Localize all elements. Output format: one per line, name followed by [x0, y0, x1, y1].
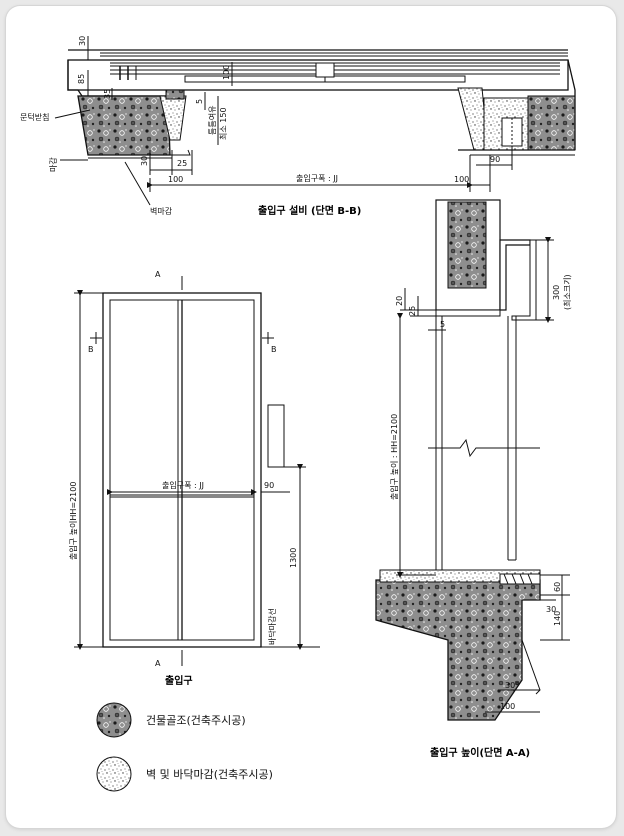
dim-elevation-90: 90 [264, 481, 274, 490]
label-elevation-width: 출입구폭 : JJ [162, 480, 204, 490]
drawing-sheet: 30 85 35 100 5 틈틈여유 최소 150 30 25 100 100… [6, 6, 616, 828]
dim-85: 85 [77, 74, 86, 84]
label-section-height: 출입구 높이 : HH=2100 [389, 414, 399, 500]
legend-structure-swatch [96, 702, 132, 738]
side-section-aa [375, 199, 570, 721]
label-door-width: 출입구폭 : JJ [296, 173, 338, 183]
section-mark-b-right: B [271, 345, 277, 354]
dim-100-right: 100 [454, 175, 469, 184]
dim-35: 35 [103, 89, 112, 99]
title-section: 출입구 높이(단면 A-A) [430, 746, 530, 759]
legend-finish-label: 벽 및 바닥마감(건축주시공) [146, 768, 273, 781]
label-clearance: 틈틈여유 [207, 106, 217, 135]
label-door-height: 출입구 높이HH=2100 [68, 482, 78, 560]
label-sill-support: 문턱받침 [20, 112, 49, 122]
upper-wall-concrete [447, 201, 487, 289]
door-elevation [74, 276, 320, 666]
label-wall-finish: 벽마감 [150, 206, 173, 216]
dim-30-top: 30 [78, 36, 87, 46]
dim-100-left: 100 [168, 175, 183, 184]
label-min-150: 최소 150 [218, 107, 228, 140]
plan-section-bb [54, 36, 576, 206]
section-mark-a-top: A [155, 270, 161, 279]
legend-finish-swatch [96, 756, 132, 792]
right-wall-concrete [527, 95, 576, 151]
label-floor-line: 바닥마감선 [267, 608, 277, 645]
dim-20: 20 [395, 296, 404, 306]
call-button-box [267, 404, 285, 468]
dim-5-section: 5 [440, 320, 445, 329]
legend-structure-label: 건물골조(건축주시공) [146, 714, 246, 727]
dim-100-v: 100 [222, 65, 231, 80]
dim-30: 30 [140, 156, 149, 166]
door-frame-outer [102, 292, 262, 648]
dim-5: 5 [195, 99, 204, 104]
legend [96, 702, 132, 792]
label-finish: 마감 [48, 157, 58, 172]
floor-slab-concrete [375, 579, 541, 721]
dim-140: 140 [553, 611, 562, 626]
title-plan: 출입구 설비 (단면 B-B) [258, 204, 361, 217]
label-min-size: (최소크기) [562, 274, 572, 310]
dim-angle-30: 30° [505, 681, 519, 690]
title-elevation: 출입구 [165, 674, 193, 687]
section-mark-b-left: B [88, 345, 94, 354]
dim-25: 25 [177, 159, 187, 168]
dim-25-section: 25 [408, 306, 417, 316]
dim-1300: 1300 [289, 548, 298, 568]
dim-300: 300 [552, 285, 561, 300]
dim-100-section: 100 [500, 702, 515, 711]
section-mark-a-bottom: A [155, 659, 161, 668]
dim-30-section: 30 [546, 605, 556, 614]
dim-60: 60 [553, 582, 562, 592]
technical-drawing: 30 85 35 100 5 틈틈여유 최소 150 30 25 100 100… [20, 36, 576, 792]
dim-90: 90 [490, 155, 500, 164]
left-wall-concrete [77, 95, 171, 156]
